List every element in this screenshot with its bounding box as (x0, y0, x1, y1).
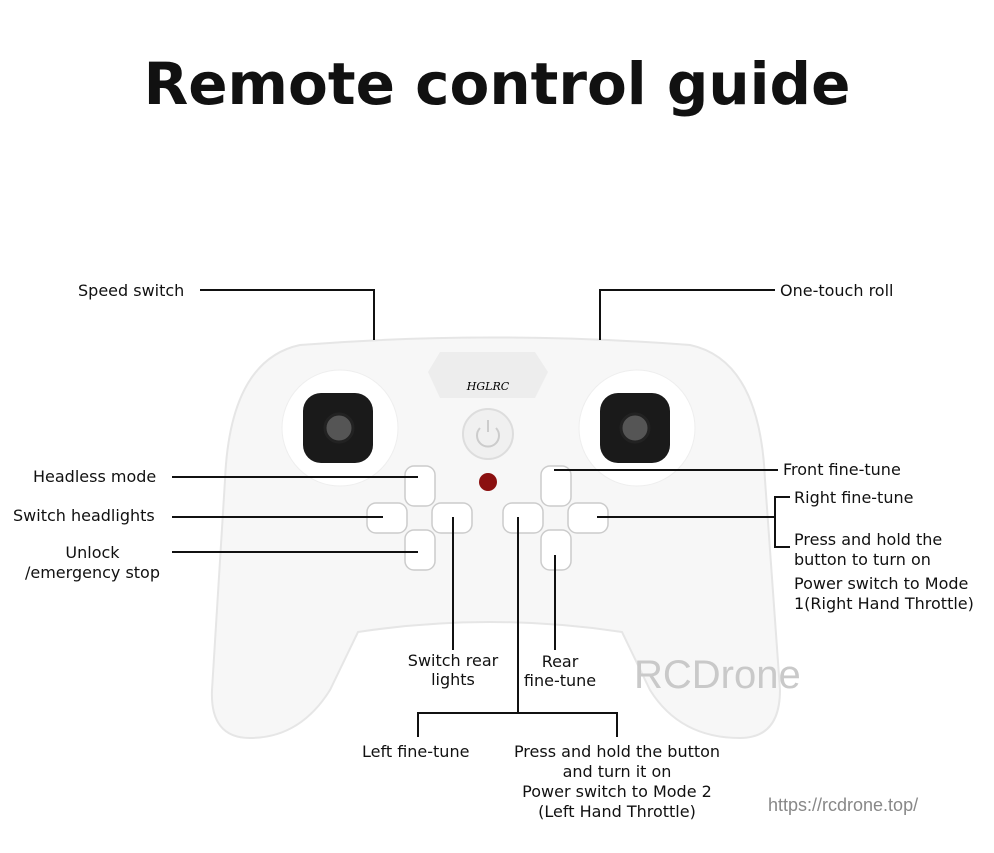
page-title: Remote control guide (143, 50, 851, 118)
label-one-touch-roll: One-touch roll (780, 281, 894, 300)
label-right-fine-tune: Right fine-tune (794, 488, 914, 507)
dpad-buttons (366, 465, 609, 571)
leader-lines (172, 289, 790, 737)
watermark: RCDrone (634, 653, 801, 697)
status-led (479, 473, 497, 491)
label-speed-switch: Speed switch (78, 281, 185, 300)
label-unlock: Unlock/emergency stop (24, 543, 160, 582)
logo-text: HGLRC (466, 380, 510, 393)
power-icon (476, 420, 500, 448)
label-front-fine-tune: Front fine-tune (783, 460, 901, 479)
power-button (462, 408, 514, 460)
label-left-fine-tune: Left fine-tune (362, 742, 470, 761)
logo-plate (428, 352, 548, 398)
source-url: https://rcdrone.top/ (768, 795, 919, 815)
label-headless-mode: Headless mode (33, 467, 157, 486)
label-switch-headlights: Switch headlights (13, 506, 155, 525)
